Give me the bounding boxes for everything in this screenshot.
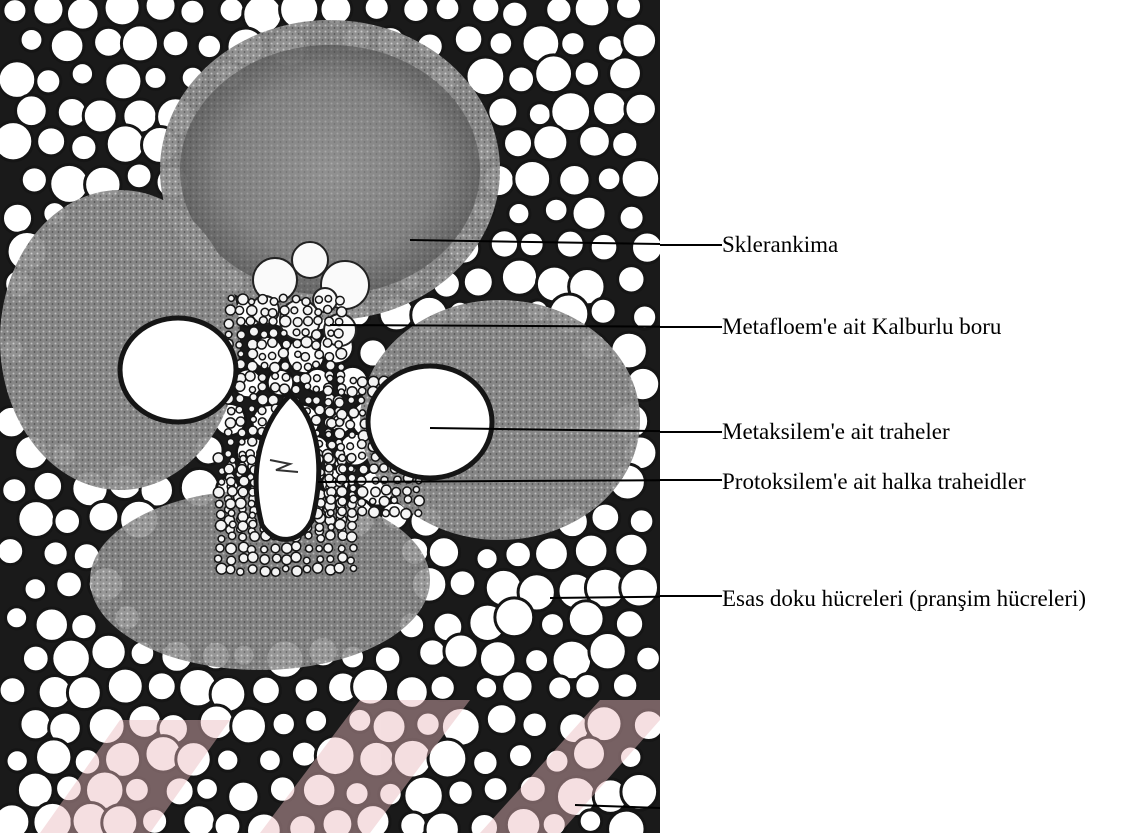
vascular-bundle-micrograph xyxy=(0,0,660,833)
label-metafloem-sieve-tube: Metafloem'e ait Kalburlu boru xyxy=(722,312,1001,342)
label-protoksilem-tracheids: Protoksilem'e ait halka traheidler xyxy=(722,467,1026,497)
label-metaksilem-vessels: Metaksilem'e ait traheler xyxy=(722,417,950,447)
label-sklerankima: Sklerankima xyxy=(722,230,838,260)
label-ground-tissue-cells: Esas doku hücreleri (pranşim hücreleri) xyxy=(722,582,1122,616)
